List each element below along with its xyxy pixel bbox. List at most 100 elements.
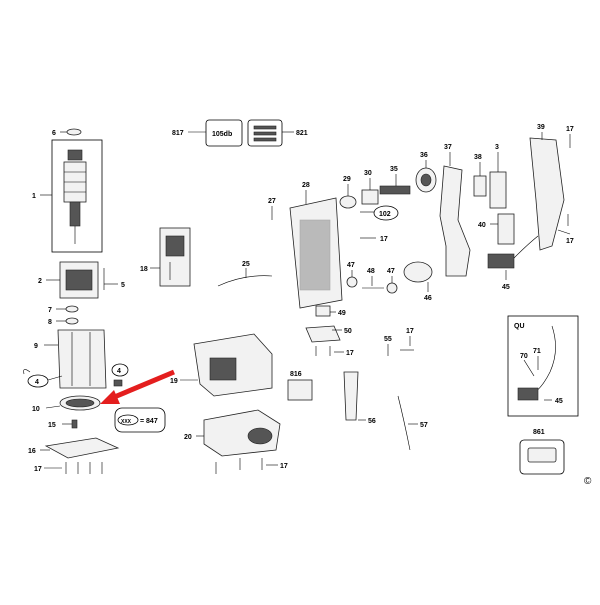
label-27: 27 [268,198,276,205]
part-7-8-bearings: 7 8 [48,305,79,326]
label-15: 15 [48,422,56,429]
label-16: 16 [28,448,36,455]
part-17-screw-f: 17 [566,126,574,148]
label-49: 49 [338,310,346,317]
badge-821-label: 821 [247,119,308,147]
highlight-arrow [100,369,175,404]
label-35: 35 [390,166,398,173]
label-8: 8 [48,319,52,326]
label-71: 71 [533,348,541,355]
part-1-armature-box: 1 [32,139,103,253]
copyright-mark: © [584,476,592,487]
label-6: 6 [52,130,56,137]
part-4-cable-left: 4 [23,369,63,388]
label-37: 37 [444,144,452,151]
label-20: 20 [184,434,192,441]
label-47b: 47 [387,268,395,275]
label-17b: 17 [280,463,288,470]
label-28: 28 [302,182,310,189]
label-39: 39 [537,124,545,131]
part-40-board: 40 [478,213,515,245]
label-45b: 45 [555,398,563,405]
part-28-main-housing: 28 [289,182,343,309]
part-19-gear-housing: 19 [170,333,273,397]
part-29-ring: 29 [339,176,357,209]
panel-qu-title: QU [514,323,525,330]
part-56-tube: 56 [343,371,376,425]
label-9: 9 [34,343,38,350]
label-30: 30 [364,170,372,177]
part-17-screw-g: 17 [557,214,574,245]
part-36-bearing: 36 [415,152,437,193]
label-47: 47 [347,262,355,269]
label-55: 55 [384,336,392,343]
part-9-motor-housing: 9 [34,329,107,389]
part-45-connector: 45 [487,235,539,291]
label-38: 38 [474,154,482,161]
screws-row-17b [215,458,263,474]
label-4a: 4 [35,379,39,386]
label-46: 46 [424,295,432,302]
part-6-washer: 6 [52,128,82,137]
part-55-screw: 55 [384,336,392,356]
part-49-latch: 49 [315,305,346,317]
label-19: 19 [170,378,178,385]
label-821: 821 [296,130,308,137]
part-48-pin: 48 47 [362,268,398,294]
part-46-collar: 46 [403,261,433,302]
label-50: 50 [344,328,352,335]
label-17e: 17 [406,328,414,335]
label-102: 102 [379,211,391,218]
label-70: 70 [520,353,528,360]
part-47-knob: 47 [346,262,358,288]
part-38-cap: 38 [473,154,487,197]
label-17a: 17 [34,466,42,473]
label-3: 3 [495,144,499,151]
part-30-sleeve: 30 [361,170,379,205]
badge-817-105db: 817 105db [172,119,243,147]
legend-xxx-847: XXX = 847 [114,407,166,433]
label-45a: 45 [502,284,510,291]
label-1: 1 [32,193,36,200]
part-4-right: 4 [111,363,129,387]
part-57-cable: 57 [397,395,428,451]
label-56: 56 [368,418,376,425]
part-17-screw-c: 17 [360,236,388,243]
label-7: 7 [48,307,52,314]
part-16-endcap: 16 17 [28,437,120,474]
label-5: 5 [121,282,125,289]
label-48: 48 [367,268,375,275]
part-39-rear-handle: 39 [529,124,565,251]
part-2-field: 2 5 [38,261,125,299]
part-18-switch: 18 [140,227,191,287]
legend-xxx: XXX [121,419,132,425]
screws-row-17d [315,346,331,356]
part-50-bracket: 50 17 [305,325,354,357]
label-57: 57 [420,422,428,429]
part-35-spring: 35 [379,166,411,195]
label-10: 10 [32,406,40,413]
panel-qu: QU 70 71 45 [507,315,579,417]
label-40: 40 [478,222,486,229]
label-17g: 17 [566,238,574,245]
part-17-screw-e: 17 [400,328,414,351]
label-17f: 17 [566,126,574,133]
label-861: 861 [533,429,545,436]
label-25: 25 [242,261,250,268]
part-27-screw: 27 [268,198,276,220]
part-37-side-handle: 37 [439,144,471,277]
part-15-screw: 15 [48,419,78,429]
label-2: 2 [38,278,42,285]
label-18: 18 [140,266,148,273]
label-4b: 4 [117,368,121,375]
part-861-case: 861 [519,429,565,475]
part-20-lower-housing: 20 17 [184,409,288,474]
badge-105db: 105db [212,131,232,138]
label-17d: 17 [346,350,354,357]
part-25-lever: 25 [217,261,273,287]
part-102-badge: 102 [360,205,399,221]
label-29: 29 [343,176,351,183]
part-816-label: 816 [287,371,313,401]
